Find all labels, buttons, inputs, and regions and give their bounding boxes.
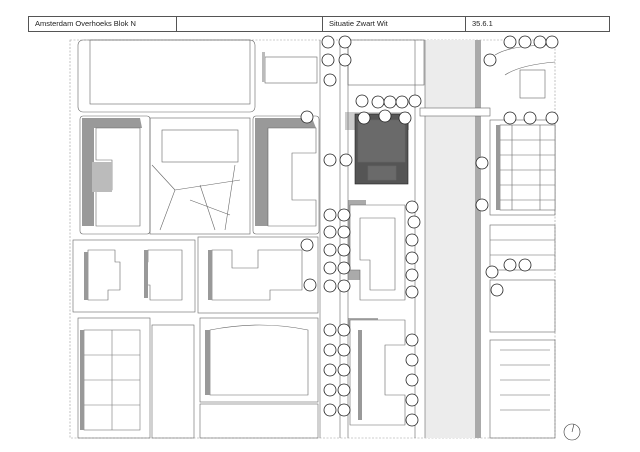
tree-icon — [323, 343, 337, 357]
tree-icon — [503, 111, 517, 125]
block-bottom — [199, 403, 319, 439]
tree-icon — [303, 278, 317, 292]
plaza — [149, 117, 251, 235]
tree-icon — [405, 251, 419, 265]
building-top — [264, 56, 318, 84]
tree-icon — [321, 35, 335, 49]
top-block — [77, 39, 256, 113]
tree-icon — [323, 323, 337, 337]
plan-boundary — [69, 39, 556, 439]
tree-icon — [323, 363, 337, 377]
tree-icon — [475, 198, 489, 212]
tree-icon — [503, 258, 517, 272]
tree-icon — [337, 225, 351, 239]
tree-icon — [475, 156, 489, 170]
tree-icon — [405, 333, 419, 347]
tree-icon — [323, 261, 337, 275]
tree-icon — [337, 383, 351, 397]
tree-icon — [405, 373, 419, 387]
canal — [419, 40, 491, 438]
tree-icon — [485, 265, 499, 279]
tree-icon — [300, 110, 314, 124]
tree-icon — [371, 95, 385, 109]
tree-icon — [405, 285, 419, 299]
residential-east — [489, 44, 556, 439]
tree-icon — [503, 35, 517, 49]
highlight-building — [345, 112, 409, 185]
tree-icon — [545, 35, 559, 49]
tree-icon — [323, 225, 337, 239]
tree-icon — [323, 383, 337, 397]
tree-icon — [337, 403, 351, 417]
block-lower-middle — [197, 236, 319, 314]
block-rowhouses — [77, 317, 151, 439]
tree-icon — [300, 238, 314, 252]
tree-icon — [321, 53, 335, 67]
tree-icon — [337, 363, 351, 377]
drawing-number: 35.6.1 — [472, 19, 493, 28]
tree-icon — [337, 343, 351, 357]
tree-icon — [533, 35, 547, 49]
tree-icon — [357, 111, 371, 125]
tree-icon — [407, 215, 421, 229]
tree-icon — [337, 323, 351, 337]
trees — [300, 35, 559, 427]
building-c-left — [79, 115, 151, 235]
tree-icon — [337, 243, 351, 257]
block-lower-left — [72, 239, 196, 313]
north-arrow-icon — [563, 423, 581, 441]
tree-icon — [355, 94, 369, 108]
top-block-inner — [89, 39, 251, 105]
tree-icon — [337, 279, 351, 293]
tree-icon — [518, 258, 532, 272]
tree-icon — [338, 53, 352, 67]
tree-icon — [323, 279, 337, 293]
tree-icon — [323, 73, 337, 87]
tree-icon — [518, 35, 532, 49]
tree-icon — [405, 268, 419, 282]
tree-icon — [405, 393, 419, 407]
tree-icon — [378, 109, 392, 123]
project-name: Amsterdam Overhoeks Blok N — [29, 17, 177, 31]
tree-icon — [398, 111, 412, 125]
tree-icon — [490, 283, 504, 297]
building-c-right — [252, 115, 320, 235]
tree-icon — [405, 200, 419, 214]
building-middle-south — [349, 319, 406, 426]
tree-icon — [338, 35, 352, 49]
tree-icon — [323, 208, 337, 222]
tree-icon — [395, 95, 409, 109]
empty-field — [177, 17, 323, 31]
tree-icon — [383, 95, 397, 109]
tree-icon — [405, 353, 419, 367]
title-block: Amsterdam Overhoeks Blok N Situatie Zwar… — [28, 16, 610, 32]
block-curved — [199, 317, 319, 403]
tree-icon — [523, 111, 537, 125]
tree-icon — [337, 261, 351, 275]
tree-icon — [339, 153, 353, 167]
tree-icon — [405, 233, 419, 247]
tree-icon — [323, 243, 337, 257]
tree-icon — [323, 403, 337, 417]
tree-icon — [408, 94, 422, 108]
drawing-title: Situatie Zwart Wit — [323, 17, 466, 31]
tree-icon — [483, 53, 497, 67]
tree-icon — [323, 153, 337, 167]
tree-icon — [405, 413, 419, 427]
tree-icon — [545, 111, 559, 125]
building-middle-north — [349, 204, 406, 301]
tree-icon — [337, 208, 351, 222]
parking — [151, 324, 195, 439]
